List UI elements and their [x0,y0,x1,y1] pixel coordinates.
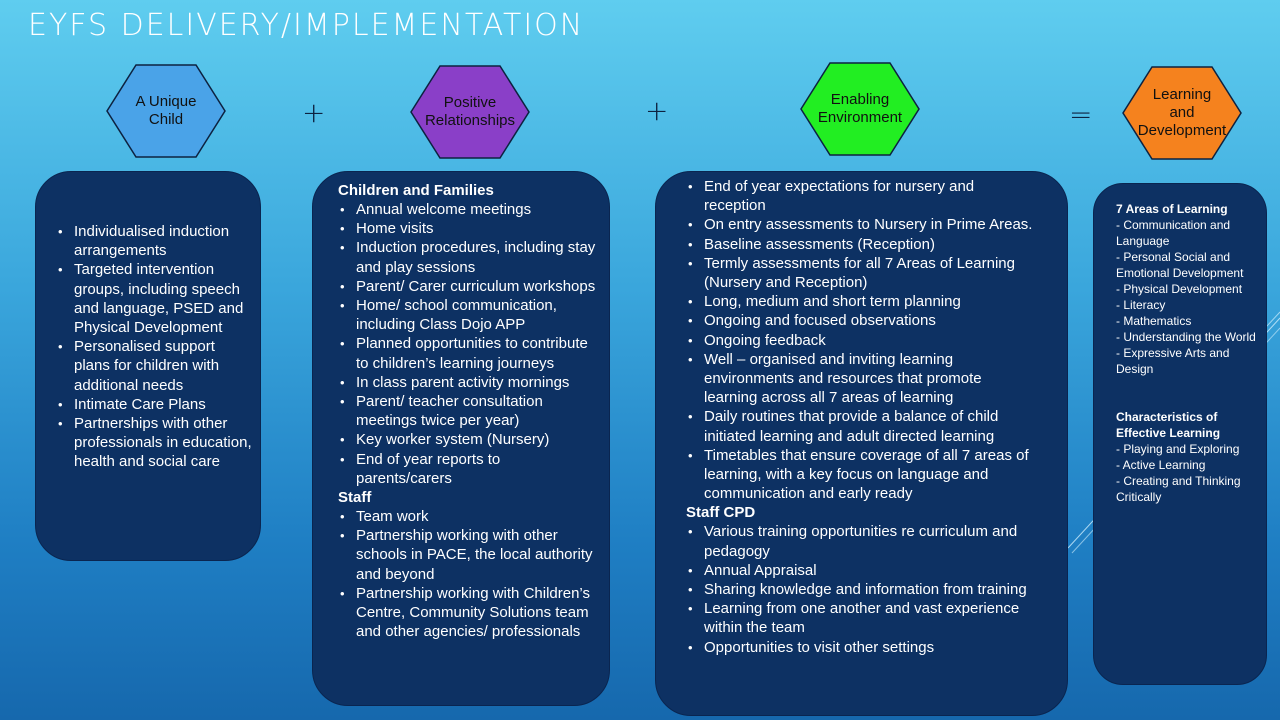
list-item: Ongoing and focused observations [686,311,1037,330]
list-item: End of year expectations for nursery and… [686,177,1037,215]
area-line: - Personal Social and Emotional Developm… [1116,250,1244,280]
card-learning-development: 7 Areas of Learning - Communication and … [1093,183,1267,685]
list-item: Annual Appraisal [686,561,1037,580]
hexagon-label: Enabling Environment [817,91,903,126]
hexagon-positive-relationships: Positive Relationships [410,65,530,159]
characteristic-line: - Active Learning [1116,458,1206,472]
list-item: Partnership working with Children’s Cent… [338,584,597,642]
list-item: Key worker system (Nursery) [338,430,597,449]
list-item: End of year reports to parents/carers [338,450,597,488]
plus-operator: + [645,94,669,127]
hexagon-label: A Unique Child [135,93,197,128]
list-item: Timetables that ensure coverage of all 7… [686,446,1037,504]
list-item: Partnerships with other professionals in… [56,414,252,472]
hexagon-learning-development: Learning and Development [1122,66,1242,160]
section-heading: Children and Families [338,182,494,199]
section-heading: 7 Areas of Learning [1116,202,1228,216]
list-item: Daily routines that provide a balance of… [686,407,1037,445]
staff-list: Team work Partnership working with other… [338,507,597,641]
area-line: - Expressive Arts and Design [1116,346,1230,376]
list-item: Home visits [338,219,597,238]
list-item: Personalised support plans for children … [56,337,252,395]
unique-child-list: Individualised induction arrangements Ta… [56,222,252,472]
section-heading: Staff [338,489,372,507]
list-item: Induction procedures, including stay and… [338,238,597,276]
section-heading: Characteristics of Effective Learning [1116,410,1221,440]
area-line: - Literacy [1116,298,1166,312]
list-item: Ongoing feedback [686,331,1037,350]
section-heading: Staff CPD [686,504,756,522]
list-item: Intimate Care Plans [56,395,252,414]
card-positive-relationships: Children and Families Annual welcome mee… [312,171,610,706]
page-title: EYFS DELIVERY/IMPLEMENTATION [28,8,585,43]
list-item: On entry assessments to Nursery in Prime… [686,215,1037,234]
list-item: Targeted intervention groups, including … [56,260,252,337]
area-line: - Physical Development [1116,282,1243,296]
characteristic-line: - Creating and Thinking Critically [1116,474,1241,504]
list-item: Planned opportunities to contribute to c… [338,334,597,372]
list-item: Learning from one another and vast exper… [686,599,1037,637]
characteristic-line: - Playing and Exploring [1116,442,1240,456]
list-item: Sharing knowledge and information from t… [686,580,1037,599]
list-item: Termly assessments for all 7 Areas of Le… [686,254,1037,292]
area-line: - Communication and Language [1116,218,1231,248]
list-item: Various training opportunities re curric… [686,522,1037,560]
area-line: - Understanding the World [1116,330,1256,344]
list-item: Opportunities to visit other settings [686,638,1037,657]
list-item: Team work [338,507,597,526]
list-item: Partnership working with other schools i… [338,526,597,584]
list-item: Annual welcome meetings [338,200,597,219]
hexagon-label: Positive Relationships [424,94,516,129]
card-unique-child: Individualised induction arrangements Ta… [35,171,261,561]
children-families-list: Annual welcome meetings Home visits Indu… [338,200,597,488]
list-item: Well – organised and inviting learning e… [686,350,1037,408]
environment-list: End of year expectations for nursery and… [686,177,1037,503]
list-item: Home/ school communication, including Cl… [338,296,597,334]
hexagon-label: Learning and Development [1137,86,1227,139]
hexagon-enabling-environment: Enabling Environment [800,62,920,156]
list-item: Long, medium and short term planning [686,292,1037,311]
list-item: In class parent activity mornings [338,373,597,392]
area-line: - Mathematics [1116,314,1192,328]
equals-operator: = [1069,98,1093,131]
list-item: Parent/ Carer curriculum workshops [338,277,597,296]
list-item: Baseline assessments (Reception) [686,235,1037,254]
plus-operator: + [302,96,326,129]
card-enabling-environment: End of year expectations for nursery and… [655,171,1068,716]
hexagon-unique-child: A Unique Child [106,64,226,158]
staff-cpd-list: Various training opportunities re curric… [686,522,1037,657]
list-item: Individualised induction arrangements [56,222,252,260]
list-item: Parent/ teacher consultation meetings tw… [338,392,597,430]
